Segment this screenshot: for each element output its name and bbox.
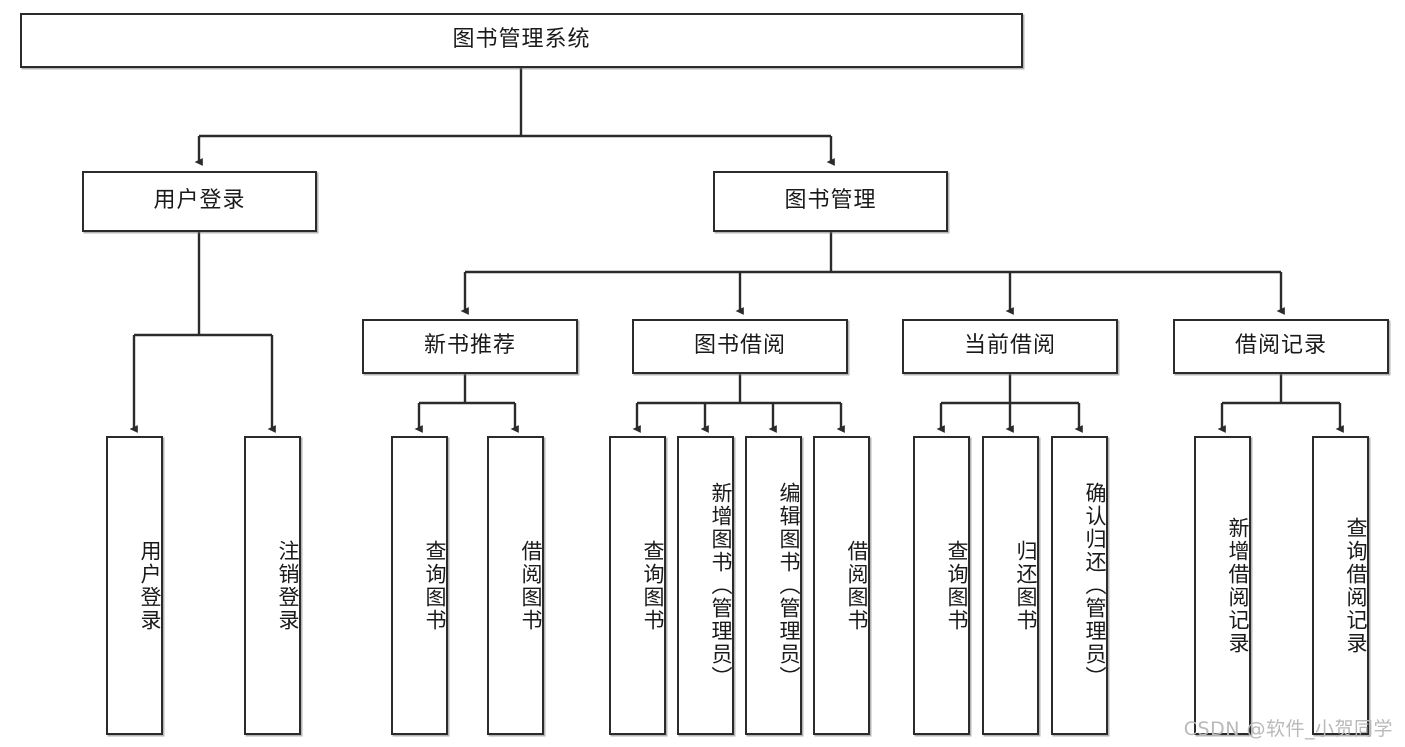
node-leaf-return-book-label: 归还图书 <box>1014 539 1038 632</box>
node-leaf-edit-book[interactable]: 编辑图书（管理员） <box>745 436 802 735</box>
node-leaf-query-book-3[interactable]: 查询图书 <box>913 436 970 735</box>
node-current-borrow-label: 当前借阅 <box>963 333 1056 359</box>
node-new-book-recommend[interactable]: 新书推荐 <box>362 319 578 374</box>
node-current-borrow[interactable]: 当前借阅 <box>902 319 1118 374</box>
node-leaf-logout-label: 注销登录 <box>276 539 300 632</box>
node-leaf-user-login-label: 用户登录 <box>138 539 162 632</box>
node-leaf-add-record[interactable]: 新增借阅记录 <box>1194 436 1251 735</box>
node-book-manage[interactable]: 图书管理 <box>713 171 948 232</box>
node-book-borrow-label: 图书借阅 <box>693 333 786 359</box>
node-leaf-query-book-1-label: 查询图书 <box>423 539 447 632</box>
node-book-manage-label: 图书管理 <box>784 188 877 214</box>
node-leaf-add-book-label: 新增图书（管理员） <box>709 482 733 689</box>
node-user-login[interactable]: 用户登录 <box>82 171 317 232</box>
node-root[interactable]: 图书管理系统 <box>20 13 1023 68</box>
node-leaf-logout[interactable]: 注销登录 <box>244 436 301 735</box>
node-leaf-query-book-2[interactable]: 查询图书 <box>609 436 666 735</box>
node-borrow-record-label: 借阅记录 <box>1234 333 1327 359</box>
node-leaf-confirm-return[interactable]: 确认归还（管理员） <box>1051 436 1108 735</box>
node-leaf-confirm-return-label: 确认归还（管理员） <box>1083 482 1107 689</box>
node-user-login-label: 用户登录 <box>153 188 246 214</box>
watermark-text: CSDN @软件_小贺同学 <box>1183 718 1393 740</box>
node-leaf-borrow-book-2-label: 借阅图书 <box>845 539 869 632</box>
node-leaf-query-book-3-label: 查询图书 <box>945 539 969 632</box>
node-leaf-borrow-book-1-label: 借阅图书 <box>519 539 543 632</box>
node-leaf-return-book[interactable]: 归还图书 <box>982 436 1039 735</box>
node-leaf-user-login[interactable]: 用户登录 <box>106 436 163 735</box>
node-leaf-borrow-book-1[interactable]: 借阅图书 <box>487 436 544 735</box>
node-root-label: 图书管理系统 <box>452 27 591 53</box>
node-book-borrow[interactable]: 图书借阅 <box>632 319 848 374</box>
node-new-book-recommend-label: 新书推荐 <box>423 333 516 359</box>
node-leaf-add-record-label: 新增借阅记录 <box>1226 516 1250 655</box>
node-leaf-add-book[interactable]: 新增图书（管理员） <box>677 436 734 735</box>
node-leaf-edit-book-label: 编辑图书（管理员） <box>777 482 801 689</box>
node-borrow-record[interactable]: 借阅记录 <box>1173 319 1389 374</box>
node-leaf-query-record[interactable]: 查询借阅记录 <box>1312 436 1369 735</box>
node-leaf-borrow-book-2[interactable]: 借阅图书 <box>813 436 870 735</box>
node-leaf-query-book-1[interactable]: 查询图书 <box>391 436 448 735</box>
node-leaf-query-record-label: 查询借阅记录 <box>1344 516 1368 655</box>
node-leaf-query-book-2-label: 查询图书 <box>641 539 665 632</box>
